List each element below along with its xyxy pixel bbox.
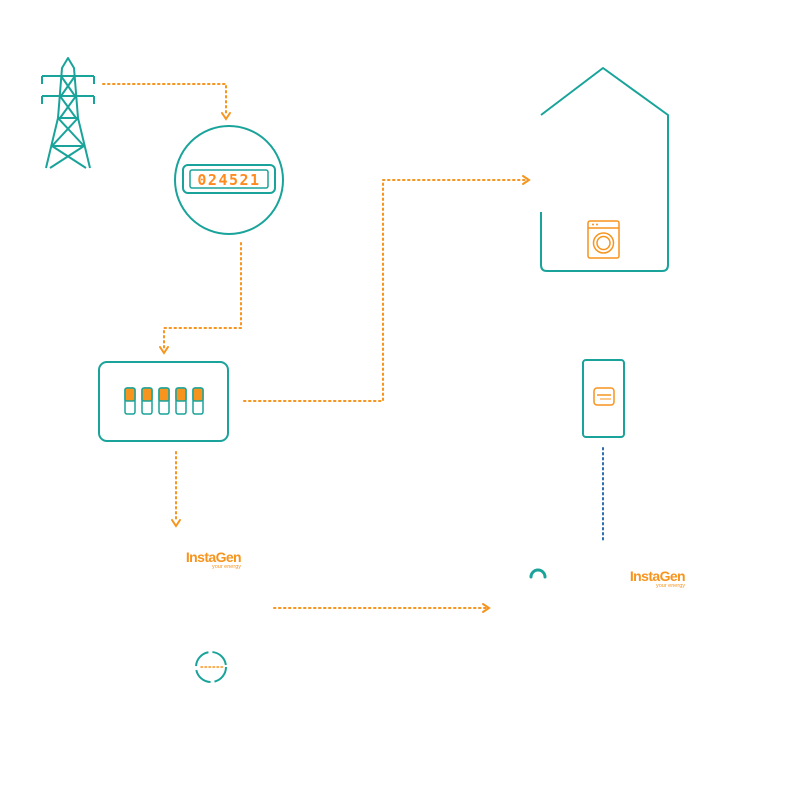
breaker-switch (158, 387, 170, 415)
house-icon (540, 67, 669, 272)
instagen-logo: InstaGen your energy (630, 568, 686, 589)
meter-to-panel-connector (159, 242, 242, 355)
breaker-switch (175, 387, 187, 415)
instagen-logo-tagline: your energy (212, 564, 241, 570)
panel-to-house-connector (243, 175, 531, 402)
arc-icon (529, 568, 547, 579)
instagen-logo-tagline: your energy (656, 583, 685, 589)
instagen-logo-text: InstaGen (186, 549, 241, 565)
instagen-logo: InstaGen your energy (186, 549, 242, 570)
electricity-meter-icon (174, 125, 284, 235)
instagen-flow-connector (273, 603, 491, 613)
transmission-tower-icon (41, 57, 95, 169)
dial-icon (195, 651, 227, 683)
tower-to-meter-connector (102, 83, 231, 121)
battery-unit-icon (582, 359, 625, 438)
meter-reading: 024521 (197, 171, 260, 189)
breaker-switch (192, 387, 204, 415)
breaker-switch (124, 387, 136, 415)
breaker-switch (141, 387, 153, 415)
washing-machine-icon (587, 220, 620, 259)
instagen-logo-text: InstaGen (630, 568, 685, 584)
panel-to-instagen-connector (171, 451, 181, 528)
breaker-panel-icon (98, 361, 229, 442)
